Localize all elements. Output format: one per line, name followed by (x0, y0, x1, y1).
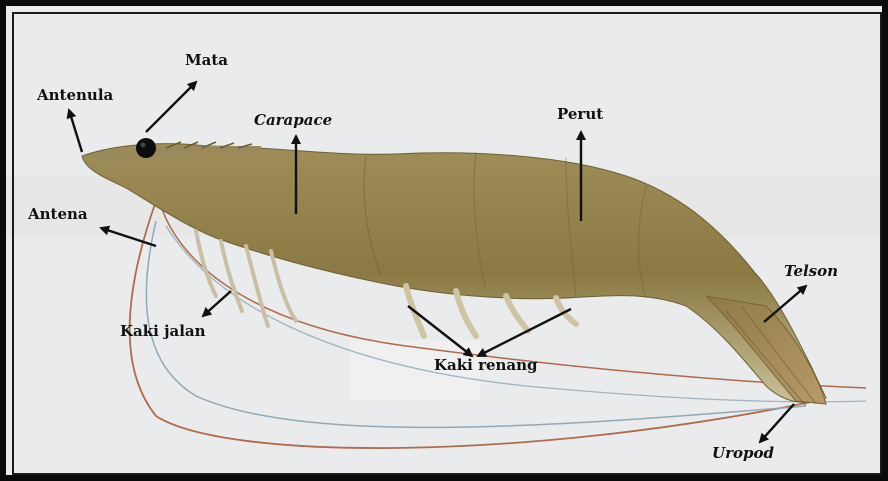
label-uropod: Uropod (712, 446, 774, 461)
inner-border (12, 12, 882, 475)
label-antena: Antena (28, 207, 88, 222)
label-carapace: Carapace (254, 113, 332, 128)
label-perut: Perut (557, 107, 603, 122)
label-telson: Telson (784, 264, 838, 279)
label-antenula: Antenula (37, 88, 113, 103)
label-kaki-jalan: Kaki jalan (120, 324, 206, 339)
label-kaki-renang: Kaki renang (434, 358, 538, 373)
label-mata: Mata (185, 53, 228, 68)
